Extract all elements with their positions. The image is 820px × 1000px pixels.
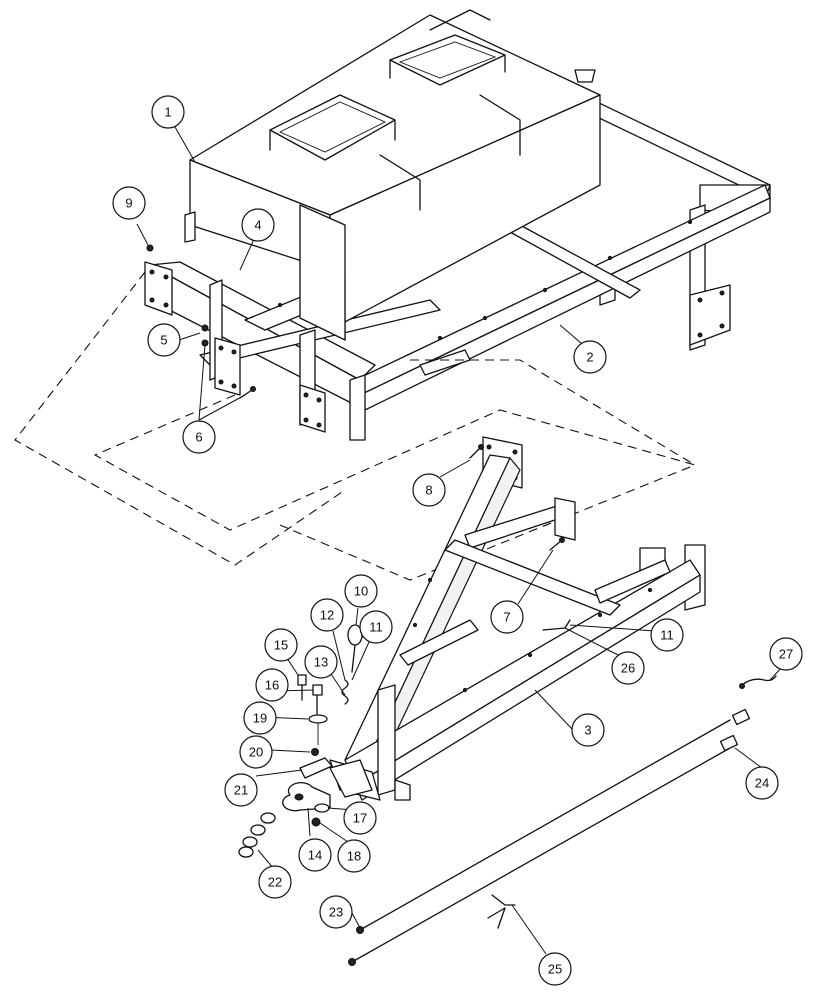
mounting-outline-lines <box>14 271 697 581</box>
svg-text:23: 23 <box>329 905 343 920</box>
callout-25: 25 <box>538 952 572 986</box>
callout-17: 17 <box>343 801 377 835</box>
callout-5: 5 <box>147 323 181 357</box>
callout-20: 20 <box>239 735 273 769</box>
callout-16: 16 <box>255 668 289 702</box>
callout-22: 22 <box>258 865 292 899</box>
hitch-hardware <box>238 624 363 858</box>
svg-text:16: 16 <box>265 678 279 693</box>
svg-text:12: 12 <box>320 608 334 623</box>
callout-26: 26 <box>611 651 645 685</box>
callout-3: 3 <box>571 713 605 747</box>
hopper-frame-assembly <box>144 9 771 441</box>
svg-text:24: 24 <box>755 776 769 791</box>
svg-text:13: 13 <box>314 655 328 670</box>
callout-2: 2 <box>573 340 607 374</box>
svg-text:1: 1 <box>164 105 171 120</box>
svg-text:25: 25 <box>548 962 562 977</box>
svg-text:14: 14 <box>308 848 322 863</box>
callout-7: 7 <box>490 600 524 634</box>
callout-4: 4 <box>241 208 275 242</box>
svg-text:3: 3 <box>584 723 591 738</box>
svg-text:4: 4 <box>254 218 261 233</box>
svg-text:22: 22 <box>268 875 282 890</box>
svg-text:27: 27 <box>779 647 793 662</box>
callout-27: 27 <box>769 637 803 671</box>
callout-11-upper: 11 <box>359 610 393 644</box>
callout-8: 8 <box>412 473 446 507</box>
callout-12: 12 <box>310 598 344 632</box>
callout-10: 10 <box>344 574 378 608</box>
callout-13: 13 <box>304 645 338 679</box>
callout-19: 19 <box>243 701 277 735</box>
hydraulic-lines <box>348 675 777 966</box>
callout-9: 9 <box>112 186 146 220</box>
svg-text:18: 18 <box>347 849 361 864</box>
svg-text:7: 7 <box>503 610 510 625</box>
svg-text:21: 21 <box>234 783 248 798</box>
svg-text:6: 6 <box>195 430 202 445</box>
callout-15: 15 <box>264 628 298 662</box>
svg-text:17: 17 <box>353 811 367 826</box>
svg-text:11: 11 <box>369 620 383 635</box>
callout-24: 24 <box>745 766 779 800</box>
callout-6: 6 <box>182 420 216 454</box>
svg-text:19: 19 <box>253 711 267 726</box>
callout-bubbles: 1 2 3 4 5 6 7 8 9 10 11 11 12 13 14 15 1… <box>112 95 803 986</box>
callout-21: 21 <box>224 773 258 807</box>
svg-text:9: 9 <box>125 196 132 211</box>
safety-chain-icon <box>238 812 276 858</box>
a-frame-assembly <box>329 436 706 801</box>
callout-23: 23 <box>319 895 353 929</box>
svg-text:5: 5 <box>160 333 167 348</box>
svg-text:8: 8 <box>425 483 432 498</box>
callout-11-lower: 11 <box>650 618 684 652</box>
svg-text:26: 26 <box>621 661 635 676</box>
svg-text:11: 11 <box>660 628 674 643</box>
callout-1: 1 <box>151 95 185 129</box>
callout-14: 14 <box>298 838 332 872</box>
svg-text:10: 10 <box>354 584 368 599</box>
svg-text:2: 2 <box>586 350 593 365</box>
svg-text:15: 15 <box>274 638 288 653</box>
callout-leaders <box>136 126 786 955</box>
svg-text:20: 20 <box>249 745 263 760</box>
callout-18: 18 <box>337 839 371 873</box>
